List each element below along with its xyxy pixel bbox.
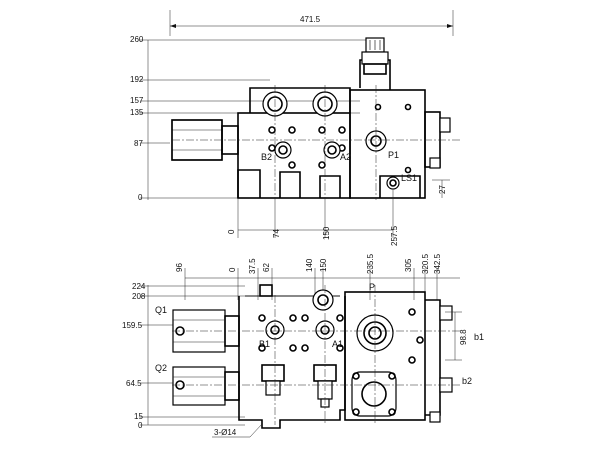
label-q2: Q2 xyxy=(155,363,167,373)
dim-left-260: 260 xyxy=(130,35,144,44)
top-view: 471.5 260 192 157 135 87 0 xyxy=(130,10,460,246)
port-label-ls1: LS1 xyxy=(401,173,417,183)
dim-left-208: 208 xyxy=(132,292,146,301)
top-dim-ticks xyxy=(184,268,438,300)
dim-top-37-5: 37.5 xyxy=(248,258,257,274)
dim-bottom-150: 150 xyxy=(322,226,331,240)
dim-left-15: 15 xyxy=(134,412,143,421)
dim-left-135: 135 xyxy=(130,108,144,117)
port-label-b1: B1 xyxy=(259,339,270,349)
solenoid-lower xyxy=(172,366,240,406)
dim-right-27: 27 xyxy=(438,185,447,194)
label-b2-right: b2 xyxy=(462,376,472,386)
dim-top-96: 96 xyxy=(175,263,184,272)
front-view: 96 0 37.5 62 140 150 235.5 305 320.5 342… xyxy=(122,253,484,438)
dim-top-471-5: 471.5 xyxy=(300,15,321,24)
port-label-p1: P1 xyxy=(388,150,399,160)
dim-bottom-257-5: 257.5 xyxy=(390,225,399,246)
port-label-a1: A1 xyxy=(332,339,343,349)
label-q1: Q1 xyxy=(155,305,167,315)
dim-top-342-5: 342.5 xyxy=(433,253,442,274)
dim-top-305: 305 xyxy=(404,258,413,272)
port-label-a2: A2 xyxy=(340,152,351,162)
dim-top-235-5: 235.5 xyxy=(366,253,375,274)
dim-left-64-5: 64.5 xyxy=(126,379,142,388)
dim-top-62: 62 xyxy=(262,263,271,272)
dim-right-98-8: 98.8 xyxy=(459,329,468,345)
port-label-p: P xyxy=(369,282,375,292)
dim-bottom-74: 74 xyxy=(272,229,281,238)
dim-left-224: 224 xyxy=(132,282,146,291)
dim-top-140: 140 xyxy=(305,258,314,272)
bolt-holes-front xyxy=(258,314,344,352)
dim-left-159-5: 159.5 xyxy=(122,321,143,330)
dim-left-0: 0 xyxy=(138,421,143,430)
dim-bottom-0: 0 xyxy=(227,229,236,234)
dim-left-192: 192 xyxy=(130,75,144,84)
dim-top-320-5: 320.5 xyxy=(421,253,430,274)
dim-left-87: 87 xyxy=(134,139,143,148)
port-label-b2: B2 xyxy=(261,152,272,162)
dim-top-0: 0 xyxy=(228,267,237,272)
dim-left-0: 0 xyxy=(138,193,143,202)
dim-top-150: 150 xyxy=(319,258,328,272)
dim-left-157: 157 xyxy=(130,96,144,105)
mounting-note: 3-Ø14 xyxy=(214,428,237,437)
label-b1-right: b1 xyxy=(474,332,484,342)
